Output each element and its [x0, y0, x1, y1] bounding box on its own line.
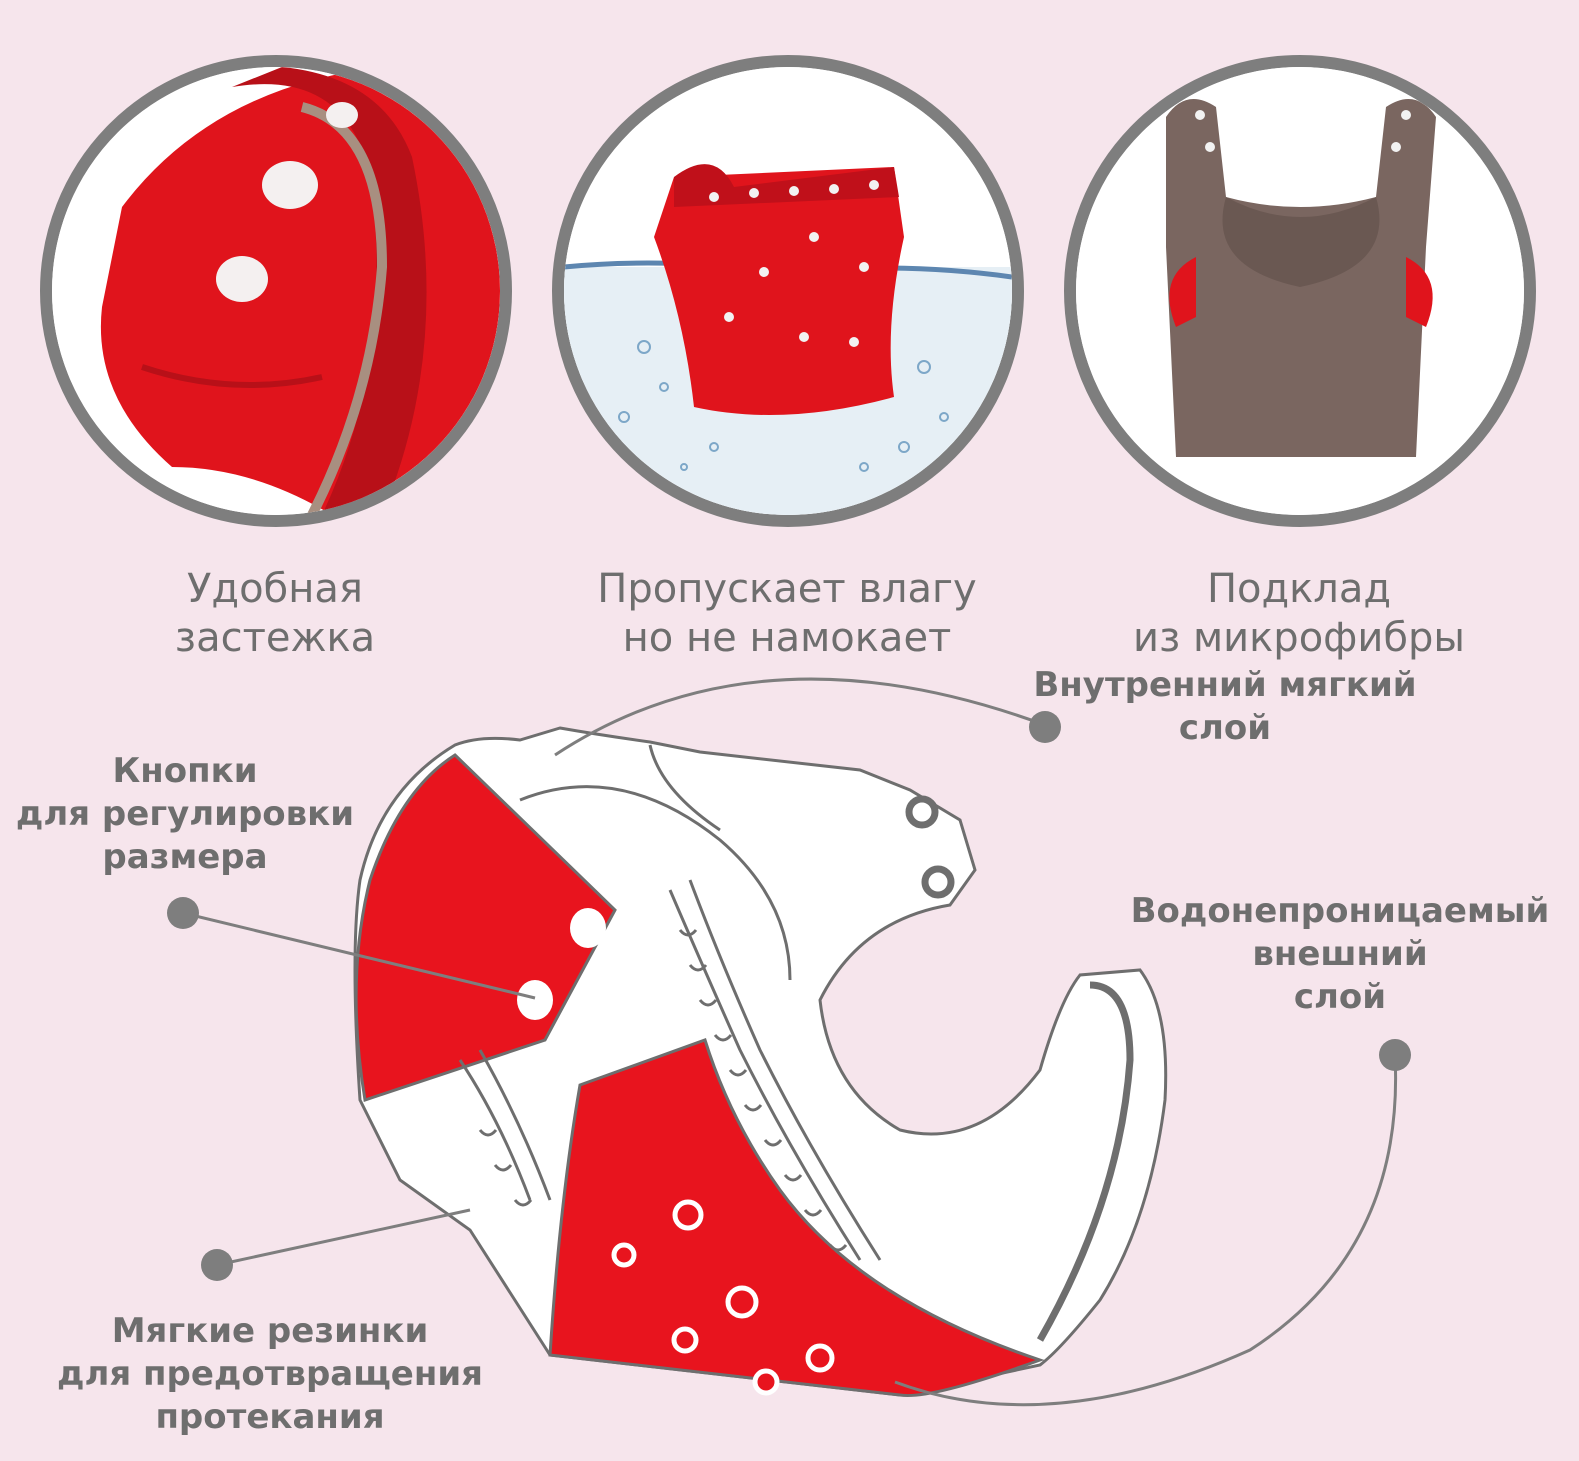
- fastener-caption: Удобная застежка: [40, 565, 510, 663]
- callout-line: размера: [102, 837, 268, 877]
- fastener-photo: [40, 55, 512, 527]
- callout-line: Кнопки: [112, 751, 258, 791]
- elastic-ruffles: [478, 929, 848, 1252]
- feature-waterproof: Пропускает влагу но не намокает: [552, 55, 1024, 663]
- callout-inner-layer: Внутренний мягкий слой: [1010, 664, 1440, 750]
- snap-button-top: [262, 161, 318, 209]
- callout-line: слой: [1178, 708, 1272, 748]
- callout-line: слой: [1293, 977, 1387, 1017]
- snap-button-bottom: [216, 256, 268, 302]
- callout-line: Водонепроницаемый: [1130, 891, 1550, 931]
- microfiber-lining-illustration: [1076, 67, 1524, 515]
- waterproof-photo: [552, 55, 1024, 527]
- caption-line: Удобная: [187, 566, 363, 612]
- callout-line: Мягкие резинки: [111, 1311, 429, 1351]
- size-button: [570, 908, 606, 948]
- snap-button-closeup-illustration: [52, 67, 500, 515]
- callout-line: внешний: [1252, 934, 1428, 974]
- feature-fastener: Удобная застежка: [40, 55, 512, 663]
- leader-lines: [182, 677, 1398, 1407]
- diaper-front-panel: [354, 753, 617, 1102]
- diaper-diagram: [167, 677, 1411, 1407]
- callout-outer-layer: Водонепроницаемый внешний слой: [1115, 890, 1565, 1019]
- callout-elastics: Мягкие резинки для предотвращения протек…: [40, 1310, 500, 1439]
- snap-button-small: [326, 102, 358, 128]
- tab-snap: [921, 865, 955, 899]
- waterproof-caption: Пропускает влагу но не намокает: [552, 565, 1022, 663]
- callout-line: Внутренний мягкий: [1033, 665, 1417, 705]
- outer-snap-rings: [611, 1199, 835, 1396]
- diaper-in-water-illustration: [564, 67, 1012, 515]
- callout-buttons: Кнопки для регулировки размера: [5, 750, 365, 879]
- caption-line: Пропускает влагу: [597, 566, 977, 612]
- callout-line: протекания: [155, 1397, 385, 1437]
- callout-line: для регулировки: [15, 794, 355, 834]
- size-button: [517, 980, 553, 1020]
- dot-marker: [1029, 711, 1061, 743]
- caption-line: застежка: [174, 615, 376, 661]
- dot-marker: [1379, 1039, 1411, 1071]
- dot-marker: [167, 897, 199, 929]
- tab-snap: [905, 795, 939, 829]
- callout-line: для предотвращения: [56, 1354, 484, 1394]
- caption-line: Подклад: [1206, 566, 1392, 612]
- microfiber-caption: Подклад из микрофибры: [1064, 565, 1534, 663]
- microfiber-photo: [1064, 55, 1536, 527]
- feature-microfiber: Подклад из микрофибры: [1064, 55, 1536, 663]
- snap-row: [709, 180, 879, 347]
- caption-line: но не намокает: [622, 615, 952, 661]
- dot-marker: [201, 1249, 233, 1281]
- diaper-outer-layer: [548, 1038, 1045, 1398]
- caption-line: из микрофибры: [1132, 615, 1465, 661]
